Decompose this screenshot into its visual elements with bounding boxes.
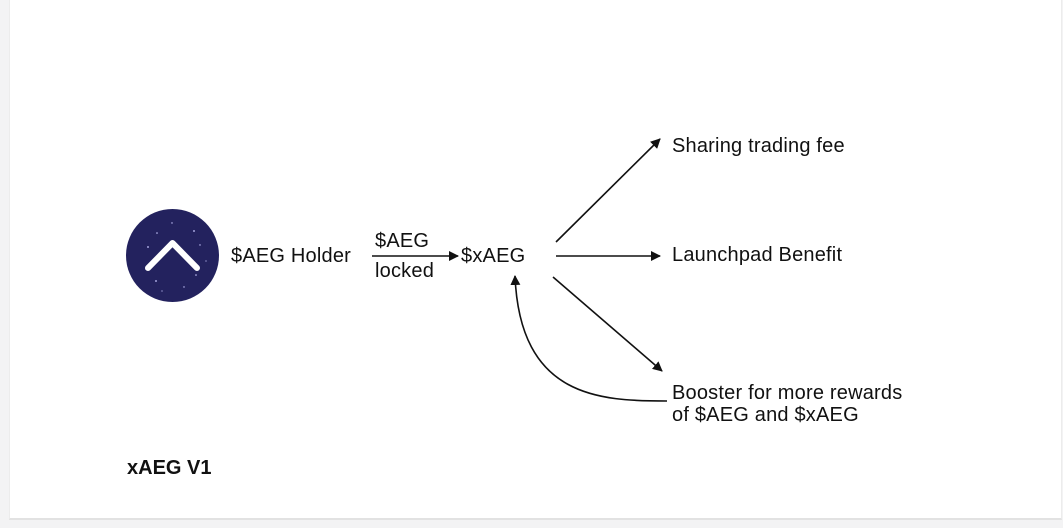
booster-feedback-arrow: [510, 275, 668, 402]
diagram-caption: xAEG V1: [127, 457, 212, 479]
lock-label-top: $AEG: [375, 230, 430, 252]
holder-label: $AEG Holder: [231, 245, 352, 267]
benefit-launchpad: Launchpad Benefit: [672, 244, 843, 266]
benefit-trading-fee: Sharing trading fee: [672, 135, 845, 157]
benefit-booster: Booster for more rewards of $AEG and $xA…: [672, 382, 903, 426]
chevron-up-logo-icon: [126, 209, 219, 302]
arrow-to-trading-fee: [555, 138, 661, 243]
lock-label-bottom: locked: [375, 260, 435, 282]
token-label: $xAEG: [461, 245, 526, 267]
arrow-to-booster: [552, 276, 663, 372]
